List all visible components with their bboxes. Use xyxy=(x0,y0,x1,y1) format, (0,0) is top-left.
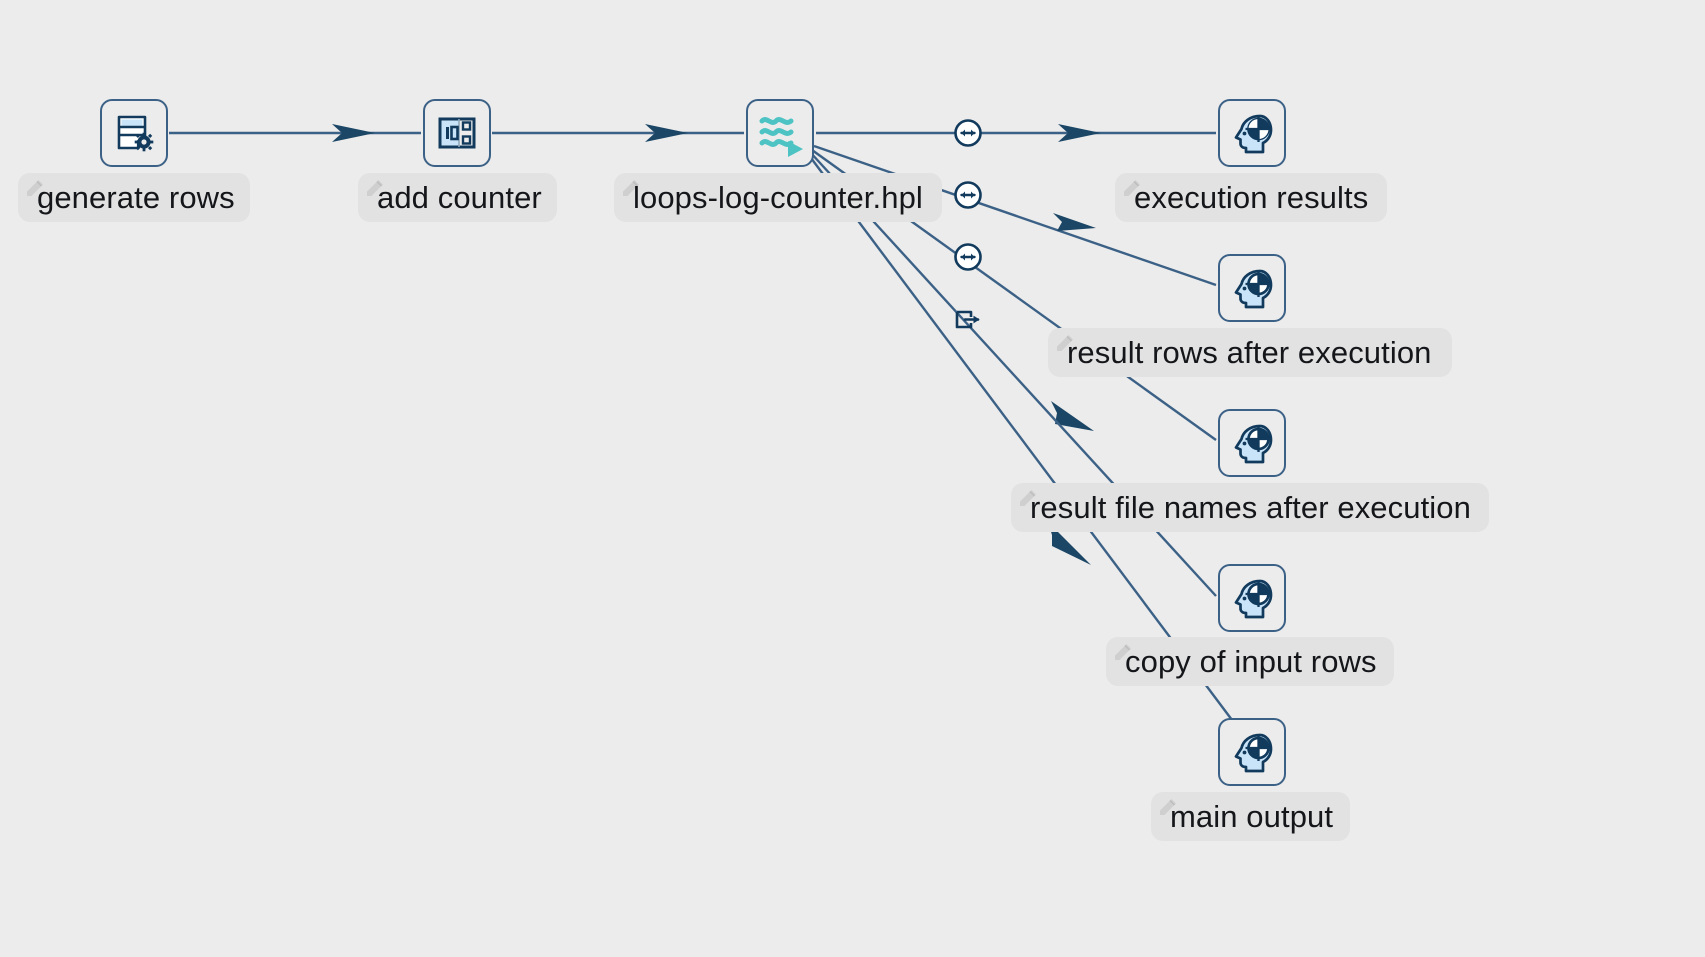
node-result-rows-after-execution[interactable] xyxy=(1218,254,1286,322)
node-label-generate-rows[interactable]: generate rows xyxy=(18,173,250,222)
label-text: execution results xyxy=(1134,180,1369,215)
double-arrow-circle-icon[interactable] xyxy=(953,180,983,210)
label-text: result file names after execution xyxy=(1030,490,1471,525)
double-arrow-circle-icon[interactable] xyxy=(953,118,983,148)
node-execution-results[interactable] xyxy=(1218,99,1286,167)
brain-target-icon xyxy=(1230,111,1274,155)
hop-pipeline-to-main-output[interactable] xyxy=(807,153,1233,721)
label-text: add counter xyxy=(377,180,542,215)
node-label-add-counter[interactable]: add counter xyxy=(358,173,557,222)
output-export-icon[interactable] xyxy=(953,303,983,333)
node-label-result-file-names-after-execution[interactable]: result file names after execution xyxy=(1011,483,1489,532)
hop-add-counter-to-pipeline[interactable] xyxy=(492,124,744,142)
node-copy-of-input-rows[interactable] xyxy=(1218,564,1286,632)
node-main-output[interactable] xyxy=(1218,718,1286,786)
label-text: main output xyxy=(1170,799,1334,834)
node-label-main-output[interactable]: main output xyxy=(1151,792,1350,841)
double-arrow-circle-icon[interactable] xyxy=(953,242,983,272)
pipeline-run-icon xyxy=(755,108,805,158)
node-label-result-rows-after-execution[interactable]: result rows after execution xyxy=(1048,328,1452,377)
hop-generate-rows-to-add-counter[interactable] xyxy=(169,124,421,142)
node-label-copy-of-input-rows[interactable]: copy of input rows xyxy=(1106,637,1394,686)
node-add-counter[interactable] xyxy=(423,99,491,167)
node-label-execution-results[interactable]: execution results xyxy=(1115,173,1387,222)
node-label-loops-log-counter-hpl[interactable]: loops-log-counter.hpl xyxy=(614,173,942,222)
node-loops-log-counter-hpl[interactable] xyxy=(746,99,814,167)
table-gear-icon xyxy=(112,111,156,155)
label-text: result rows after execution xyxy=(1067,335,1432,370)
brain-target-icon xyxy=(1230,730,1274,774)
node-generate-rows[interactable] xyxy=(100,99,168,167)
brain-target-icon xyxy=(1230,576,1274,620)
brain-target-icon xyxy=(1230,266,1274,310)
node-result-file-names-after-execution[interactable] xyxy=(1218,409,1286,477)
brain-target-icon xyxy=(1230,421,1274,465)
add-counter-icon xyxy=(436,112,478,154)
hop-pipeline-to-execution-results[interactable] xyxy=(816,124,1216,142)
label-text: copy of input rows xyxy=(1125,644,1377,679)
label-text: generate rows xyxy=(37,180,235,215)
label-text: loops-log-counter.hpl xyxy=(633,180,923,215)
